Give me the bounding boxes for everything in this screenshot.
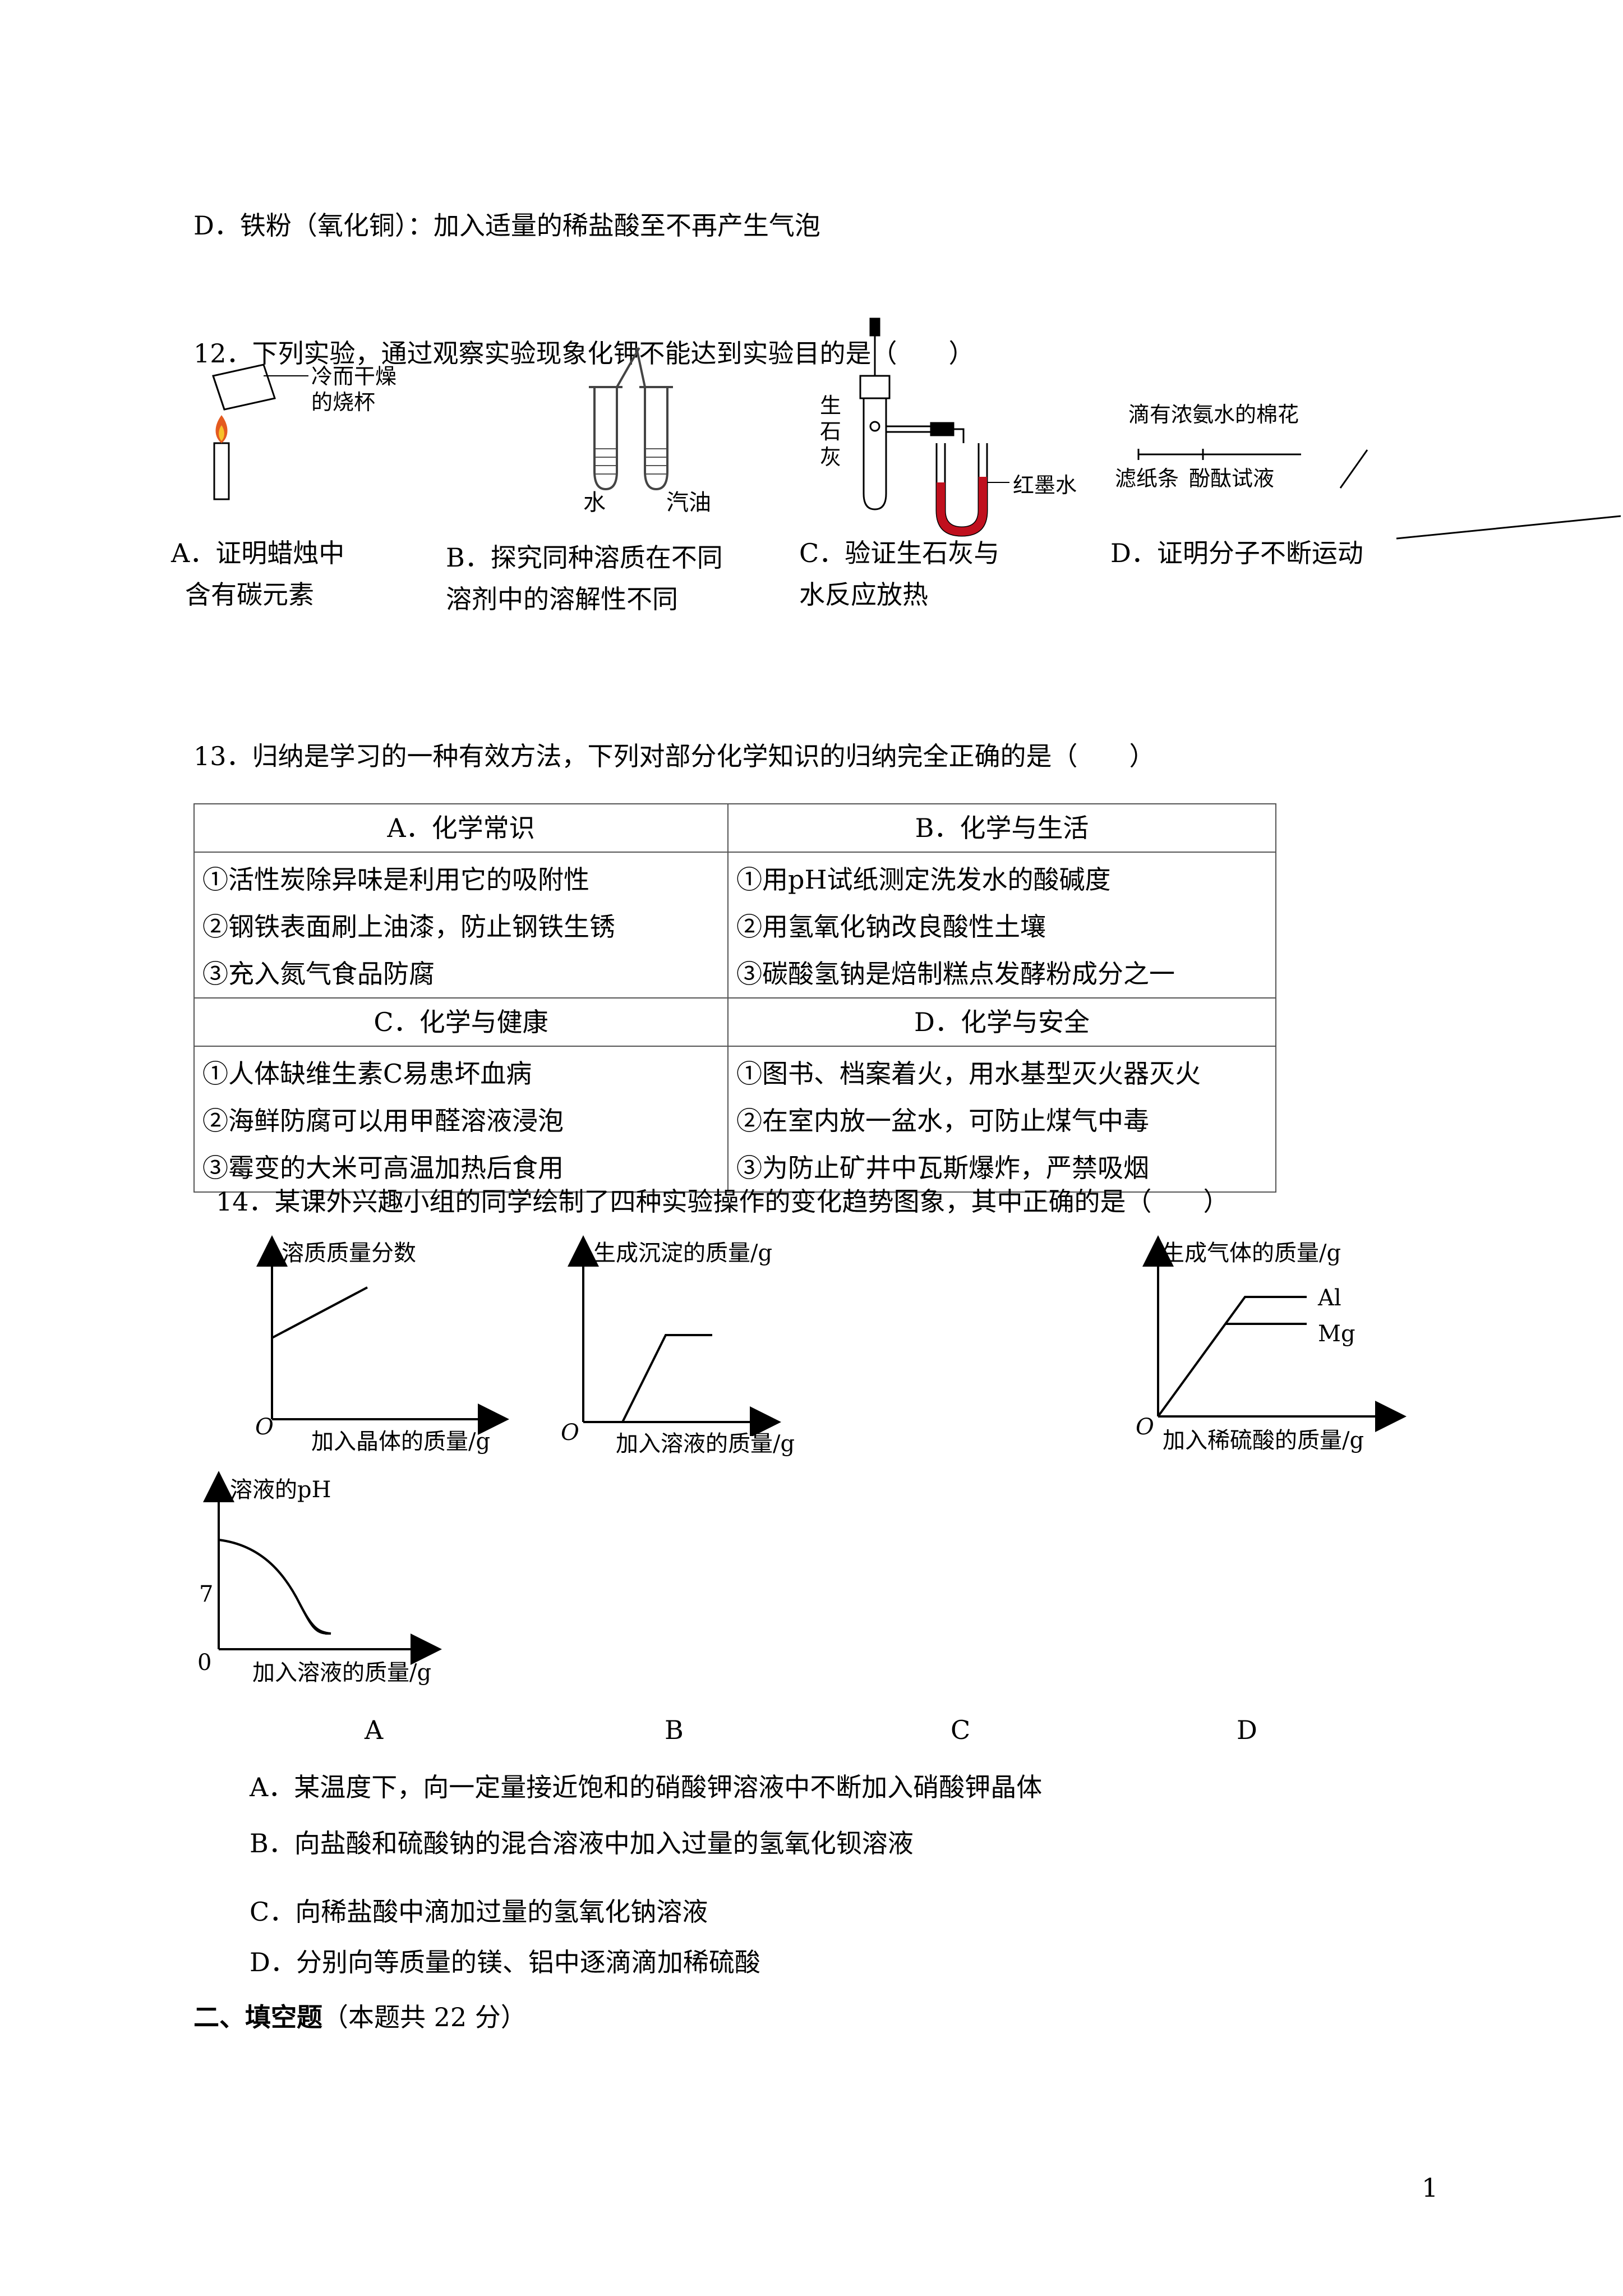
q13-a-item-3: ③充入氮气食品防腐 [202,959,435,989]
q14-stem: 14．某课外兴趣小组的同学绘制了四种实验操作的变化趋势图象，其中正确的是（ ） [216,1186,1229,1217]
q12-option-d-line1: D．证明分子不断运动 [1110,538,1363,568]
q12-img-c-label-sheng: 生 [820,393,842,418]
q13-stem: 13．归纳是学习的一种有效方法，下列对部分化学知识的归纳完全正确的是（ ） [193,741,1155,771]
q12-img-a-label-1: 冷而干燥 [311,364,397,389]
q14-graph-c-series-al: Al [1318,1285,1341,1311]
q13-d-item-3: ③为防止矿井中瓦斯爆炸，严禁吸烟 [736,1153,1149,1183]
q14-graph-b-line [621,1334,712,1423]
q13-b-item-2: ②用氢氧化钠改良酸性土壤 [736,912,1046,942]
q13-c-item-1: ①人体缺维生素C易患坏血病 [202,1059,532,1089]
q12-option-a-line2: 含有碳元素 [185,579,314,610]
q14-letter-a: A [365,1715,384,1745]
q14-graph-a-line [271,1286,368,1339]
q14-graph-d-xlabel: 加入溶液的质量/g [252,1660,432,1686]
q14-graph-d-ylabel: 溶液的pH [230,1477,331,1503]
q14-graph-b [568,1235,781,1436]
q13-a-item-1: ①活性炭除异味是利用它的吸附性 [202,864,589,895]
q13-c-item-2: ②海鲜防腐可以用甲醛溶液浸泡 [202,1106,564,1136]
q14-option-c: C．向稀盐酸中滴加过量的氢氧化钠溶液 [250,1897,708,1927]
q13-cell-b-body: ①用pH试纸测定洗发水的酸碱度 ②用氢氧化钠改良酸性土壤 ③碳酸氢钠是焙制糕点发… [727,852,1276,999]
q12-img-d-label-filter: 滤纸条 [1115,466,1179,491]
q14-graph-c-ylabel: 生成气体的质量/g [1162,1240,1341,1266]
q13-b-item-1: ①用pH试纸测定洗发水的酸碱度 [736,864,1111,895]
q13-cell-a-body: ①活性炭除异味是利用它的吸附性 ②钢铁表面刷上油漆，防止钢铁生锈 ③充入氮气食品… [193,852,728,999]
q13-cell-c-body: ①人体缺维生素C易患坏血病 ②海鲜防腐可以用甲醛溶液浸泡 ③霉变的大米可高温加热… [193,1046,728,1193]
q13-knowledge-table: A．化学常识 B．化学与生活 ①活性炭除异味是利用它的吸附性 ②钢铁表面刷上油漆… [193,803,1276,1193]
q13-cell-a-title: A．化学常识 [193,803,728,853]
q14-graph-a-origin: O [255,1414,274,1440]
q12-img-b-gasoline: 汽油 [666,490,711,516]
section-2-heading: 二、填空题（本题共 22 分） [193,2000,527,2034]
q14-graph-c-xlabel: 加入稀硫酸的质量/g [1163,1428,1364,1453]
q11-option-d: D．铁粉（氧化铜）：加入适量的稀盐酸至不再产生气泡 [193,210,820,241]
q12-img-c-label-hui: 灰 [820,445,842,470]
q12-option-c-line1: C．验证生石灰与 [799,538,1000,568]
q14-graph-c-series-mg: Mg [1318,1321,1355,1347]
q12-img-d-label-cotton: 滴有浓氨水的棉花 [1128,402,1299,427]
q12-stem: 12．下列实验，通过观察实验现象化钾不能达到实验目的是（ ） [193,338,975,369]
section-2-title: 二、填空题 [193,2002,322,2032]
q14-option-b: B．向盐酸和硫酸钠的混合溶液中加入过量的氢氧化钡溶液 [250,1828,914,1858]
q14-letter-c: C [951,1715,971,1745]
q12-img-b-water: 水 [583,490,606,516]
q14-graph-d-curve [218,1539,329,1635]
q13-d-item-1: ①图书、档案着火，用水基型灭火器灭火 [736,1059,1201,1089]
q13-b-item-3: ③碳酸氢钠是焙制糕点发酵粉成分之一 [736,959,1175,989]
q12-option-a-line1: A．证明蜡烛中 [171,538,345,568]
q12-option-c-line2: 水反应放热 [799,579,928,610]
page-number: 1 [1422,2173,1438,2203]
q13-a-item-2: ②钢铁表面刷上油漆，防止钢铁生锈 [202,912,615,942]
q14-graph-b-xlabel: 加入溶液的质量/g [616,1431,795,1457]
q13-c-item-3: ③霉变的大米可高温加热后食用 [202,1153,564,1183]
q12-figure-a [212,364,308,500]
q14-graph-a-xlabel: 加入晶体的质量/g [311,1429,491,1455]
q12-img-c-label-red-ink: 红墨水 [1013,473,1077,498]
section-2-score: （本题共 22 分） [322,2002,527,2032]
q14-graph-d-tick-7: 7 [199,1581,214,1607]
q14-graph-a-ylabel: 溶质质量分数 [282,1240,416,1266]
q14-graph-c-origin: O [1136,1414,1154,1440]
q14-graph-b-origin: O [561,1420,579,1446]
q14-graph-c [1142,1235,1407,1432]
q14-graph-a [256,1235,509,1435]
q14-letter-d: D [1237,1715,1257,1745]
q14-graph-b-ylabel: 生成沉淀的质量/g [593,1240,773,1266]
q12-figure-b [589,347,673,491]
q12-option-b-line2: 溶剂中的溶解性不同 [446,584,678,614]
q12-img-c-label-shi: 石 [820,419,842,444]
q12-img-a-label-2: 的烧杯 [311,390,376,415]
q14-graph-d [203,1471,442,1665]
q12-option-b-line1: B．探究同种溶质在不同 [446,542,723,573]
q13-cell-d-body: ①图书、档案着火，用水基型灭火器灭火 ②在室内放一盆水，可防止煤气中毒 ③为防止… [727,1046,1276,1193]
q12-figure-d [1137,449,1621,540]
q14-option-d: D．分别向等质量的镁、铝中逐滴滴加稀硫酸 [250,1947,760,1977]
q14-letter-b: B [665,1715,684,1745]
q13-cell-c-title: C．化学与健康 [193,997,728,1047]
q12-figure-c [859,318,1009,537]
q14-graph-d-origin: 0 [197,1650,212,1676]
q13-cell-b-title: B．化学与生活 [727,803,1276,853]
q14-option-a: A．某温度下，向一定量接近饱和的硝酸钾溶液中不断加入硝酸钾晶体 [250,1772,1043,1802]
q14-graph-c-line-al [1157,1296,1307,1418]
q12-img-d-label-phenol: 酚酞试液 [1189,466,1275,491]
q13-cell-d-title: D．化学与安全 [727,997,1276,1047]
q13-d-item-2: ②在室内放一盆水，可防止煤气中毒 [736,1106,1149,1136]
